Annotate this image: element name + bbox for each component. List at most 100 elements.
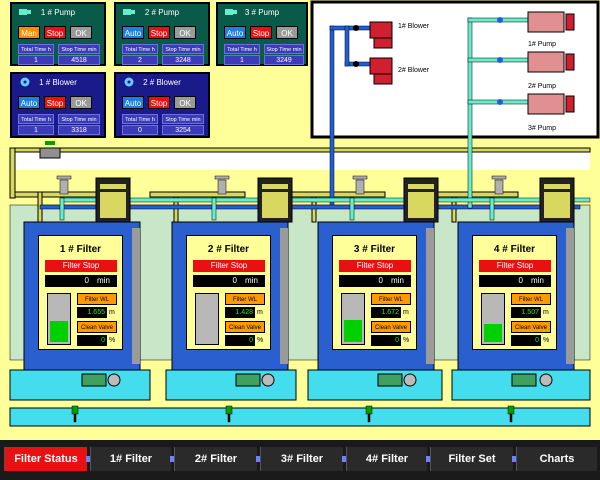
clean-valve-label: Clean Valve bbox=[77, 321, 117, 333]
blower-panel-2: 2 # Blower Auto Stop OK Total Time h Sto… bbox=[114, 72, 210, 138]
ok-button[interactable]: OK bbox=[174, 96, 196, 109]
filter-time-value: 0 bbox=[84, 276, 89, 285]
filter-wl-value: 1.655 bbox=[77, 307, 107, 318]
filter-time-value: 0 bbox=[232, 276, 237, 285]
ok-button[interactable]: OK bbox=[70, 26, 92, 39]
total-time-value: 1 bbox=[18, 55, 54, 65]
clean-valve-value: 0 bbox=[511, 335, 541, 346]
filter-wl-unit: m bbox=[109, 309, 115, 316]
pump-icon bbox=[225, 9, 237, 15]
filter-wl-unit: m bbox=[257, 309, 263, 316]
ok-button[interactable]: OK bbox=[174, 26, 196, 39]
tab-filter-2[interactable]: 2# Filter bbox=[174, 447, 257, 471]
fan-icon bbox=[124, 77, 134, 87]
tab-filter-status[interactable]: Filter Status bbox=[4, 447, 87, 471]
filter-time-display: 0 min bbox=[479, 275, 551, 287]
blower-title: 2 # Blower bbox=[143, 78, 181, 87]
filter-status-button[interactable]: Filter Stop bbox=[193, 260, 265, 272]
filter-status-button[interactable]: Filter Stop bbox=[45, 260, 117, 272]
filter-time-unit: min bbox=[391, 276, 404, 285]
stop-time-value: 3318 bbox=[58, 125, 100, 135]
pump-icon bbox=[123, 9, 135, 15]
filter-title: 4 # Filter bbox=[493, 244, 536, 255]
filter-wl-label: Filter WL bbox=[77, 293, 117, 305]
stop-button[interactable]: Stop bbox=[44, 26, 66, 39]
stop-time-label: Stop Time min bbox=[162, 44, 204, 54]
stop-time-label: Stop Time min bbox=[264, 44, 304, 54]
clean-valve-label: Clean Valve bbox=[225, 321, 265, 333]
process-diagram: 1# Blower 2# Blower 1# Pump 2# Pump 3# P… bbox=[9, 0, 600, 427]
stop-button[interactable]: Stop bbox=[148, 26, 170, 39]
water-level-tank bbox=[341, 293, 365, 345]
tab-separator bbox=[86, 456, 90, 462]
mode-button[interactable]: Auto bbox=[122, 26, 144, 39]
filter-time-display: 0 min bbox=[339, 275, 411, 287]
mode-button[interactable]: Auto bbox=[224, 26, 246, 39]
filter-time-value: 0 bbox=[378, 276, 383, 285]
pump-panel-3: 3 # Pump Auto Stop OK Total Time h Stop … bbox=[216, 2, 308, 66]
ok-button[interactable]: OK bbox=[276, 26, 298, 39]
ok-button[interactable]: OK bbox=[70, 96, 92, 109]
clean-valve-unit: % bbox=[109, 337, 116, 344]
filter-wl-label: Filter WL bbox=[371, 293, 411, 305]
pump-title: 2 # Pump bbox=[144, 8, 180, 17]
tab-separator bbox=[170, 456, 174, 462]
filter-wl-value: 1.672 bbox=[371, 307, 401, 318]
filter-wl-value: 1.507 bbox=[511, 307, 541, 318]
tab-filter-1[interactable]: 1# Filter bbox=[90, 447, 171, 471]
tab-filter-3[interactable]: 3# Filter bbox=[260, 447, 343, 471]
total-time-value: 2 bbox=[122, 55, 158, 65]
clean-valve-value: 0 bbox=[225, 335, 255, 346]
filter-wl-label: Filter WL bbox=[511, 293, 551, 305]
clean-valve-value: 0 bbox=[371, 335, 401, 346]
blower1-label: 1# Blower bbox=[398, 23, 430, 30]
total-time-label: Total Time h bbox=[122, 44, 158, 54]
stop-time-value: 3254 bbox=[162, 125, 204, 135]
filter-card-4: 4 # Filter Filter Stop 0 min Filter WL 1… bbox=[472, 235, 557, 350]
pump2-label: 2# Pump bbox=[528, 83, 556, 90]
water-level-tank bbox=[47, 293, 71, 345]
tab-filter-4[interactable]: 4# Filter bbox=[346, 447, 427, 471]
filter-title: 3 # Filter bbox=[353, 244, 396, 255]
stop-button[interactable]: Stop bbox=[44, 96, 66, 109]
pump-title: 3 # Pump bbox=[244, 8, 280, 17]
total-time-label: Total Time h bbox=[224, 44, 260, 54]
water-level-tank bbox=[195, 293, 219, 345]
mode-button[interactable]: Man bbox=[18, 26, 40, 39]
blower-panel-1: 1 # Blower Auto Stop OK Total Time h Sto… bbox=[10, 72, 106, 138]
mode-button[interactable]: Auto bbox=[122, 96, 144, 109]
tab-separator bbox=[256, 456, 260, 462]
filter-status-button[interactable]: Filter Stop bbox=[479, 260, 551, 272]
mode-button[interactable]: Auto bbox=[18, 96, 40, 109]
filter-wl-unit: m bbox=[403, 309, 409, 316]
filter-time-unit: min bbox=[97, 276, 110, 285]
tab-separator bbox=[512, 456, 516, 462]
clean-valve-unit: % bbox=[257, 337, 264, 344]
filter-time-value: 0 bbox=[518, 276, 523, 285]
pump1-label: 1# Pump bbox=[528, 41, 556, 48]
tab-charts[interactable]: Charts bbox=[516, 447, 597, 471]
tab-filter-set[interactable]: Filter Set bbox=[430, 447, 513, 471]
clean-valve-unit: % bbox=[403, 337, 410, 344]
blower-title: 1 # Blower bbox=[39, 78, 77, 87]
total-time-value: 0 bbox=[122, 125, 158, 135]
filter-time-display: 0 min bbox=[45, 275, 117, 287]
filter-time-display: 0 min bbox=[193, 275, 265, 287]
filter-wl-label: Filter WL bbox=[225, 293, 265, 305]
filter-wl-value: 1.428 bbox=[225, 307, 255, 318]
pump-title: 1 # Pump bbox=[40, 8, 76, 17]
stop-time-value: 4518 bbox=[58, 55, 100, 65]
total-time-label: Total Time h bbox=[18, 44, 54, 54]
filter-wl-unit: m bbox=[543, 309, 549, 316]
stop-time-value: 3249 bbox=[264, 55, 304, 65]
stop-button[interactable]: Stop bbox=[250, 26, 272, 39]
total-time-label: Total Time h bbox=[122, 114, 158, 124]
water-level-fill bbox=[50, 321, 68, 342]
fan-icon bbox=[20, 77, 30, 87]
stop-time-value: 3248 bbox=[162, 55, 204, 65]
blower2-label: 2# Blower bbox=[398, 67, 430, 74]
filter-card-1: 1 # Filter Filter Stop 0 min Filter WL 1… bbox=[38, 235, 123, 350]
stop-button[interactable]: Stop bbox=[148, 96, 170, 109]
clean-valve-value: 0 bbox=[77, 335, 107, 346]
filter-status-button[interactable]: Filter Stop bbox=[339, 260, 411, 272]
